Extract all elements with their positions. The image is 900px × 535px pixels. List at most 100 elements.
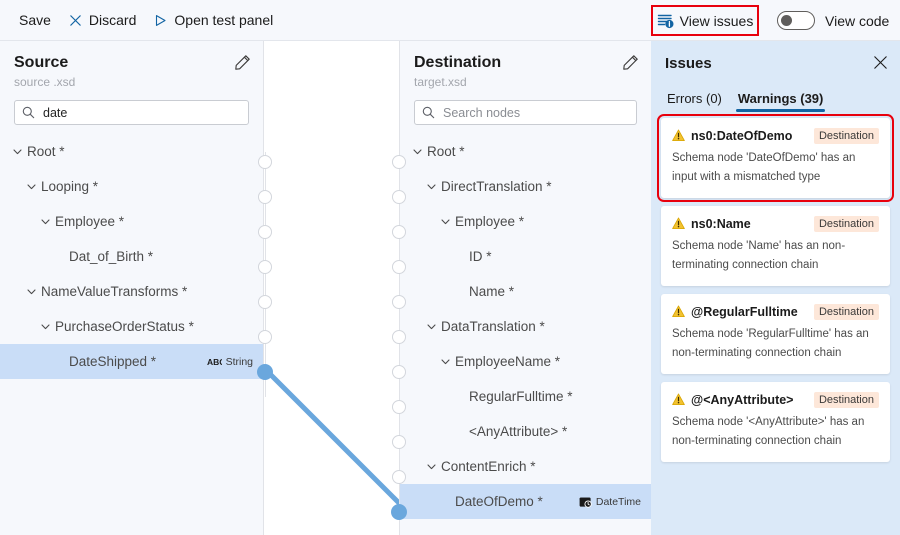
source-tree-node[interactable]: PurchaseOrderStatus * xyxy=(0,309,263,344)
source-connector-handle[interactable] xyxy=(258,294,272,309)
source-tree-node[interactable]: Looping * xyxy=(0,169,263,204)
source-edit-pencil-icon[interactable] xyxy=(234,54,251,71)
discard-button-label: Discard xyxy=(88,12,137,28)
chevron-down-icon[interactable] xyxy=(39,321,52,332)
destination-tree-node[interactable]: DateOfDemo *DateTime xyxy=(400,484,651,519)
destination-connector-handle[interactable] xyxy=(392,294,406,309)
destination-tree-node[interactable]: Name * xyxy=(400,274,651,309)
view-code-toggle-group: View code xyxy=(777,11,889,30)
datetime-icon xyxy=(579,496,592,508)
chevron-down-icon[interactable] xyxy=(25,181,38,192)
source-subtitle: source .xsd xyxy=(14,75,76,89)
issues-tab[interactable]: Errors (0) xyxy=(667,91,722,106)
source-connector-handle[interactable] xyxy=(258,259,272,274)
abc-string-icon: ABC xyxy=(207,356,222,367)
chevron-down-icon[interactable] xyxy=(439,216,452,227)
destination-tree-node-type: DateTime xyxy=(579,496,641,508)
issue-node-name: ns0:Name xyxy=(691,217,751,231)
issues-tab[interactable]: Warnings (39) xyxy=(730,91,831,112)
issues-list-icon xyxy=(657,12,674,29)
source-tree-node[interactable]: Employee * xyxy=(0,204,263,239)
source-tree-node[interactable]: Dat_of_Birth * xyxy=(0,239,263,274)
destination-connector-handle[interactable] xyxy=(391,503,407,520)
issue-description: Schema node '<AnyAttribute>' has an non-… xyxy=(672,416,865,447)
destination-tree-node-type-label: DateTime xyxy=(595,495,641,508)
chevron-down-icon[interactable] xyxy=(425,321,438,332)
destination-tree-node[interactable]: Employee * xyxy=(400,204,651,239)
destination-panel: Destination target.xsd Root *DirectTrans… xyxy=(399,41,651,535)
destination-connector-handle[interactable] xyxy=(392,259,406,274)
discard-button[interactable]: Discard xyxy=(60,6,145,34)
save-button[interactable]: Save xyxy=(10,6,60,34)
source-search-box[interactable] xyxy=(14,100,249,125)
destination-tree-node[interactable]: EmployeeName * xyxy=(400,344,651,379)
connection-line xyxy=(263,367,410,514)
destination-tree: Root * DirectTranslation * Employee * ID * N… xyxy=(400,134,651,519)
chevron-down-icon[interactable] xyxy=(411,146,424,157)
view-code-label: View code xyxy=(825,12,890,29)
destination-connector-handle[interactable] xyxy=(392,154,406,169)
close-x-icon xyxy=(69,14,82,27)
destination-connector-handle[interactable] xyxy=(392,189,406,204)
source-connector-rail xyxy=(265,152,266,397)
source-tree-node[interactable]: Root * xyxy=(0,134,263,169)
destination-tree-node-label: ContentEnrich * xyxy=(441,459,536,474)
chevron-down-icon[interactable] xyxy=(25,286,38,297)
destination-search-input[interactable] xyxy=(441,104,629,121)
chevron-down-icon[interactable] xyxy=(39,216,52,227)
chevron-down-icon[interactable] xyxy=(11,146,24,157)
source-tree-node-label: Employee * xyxy=(55,214,125,229)
open-test-panel-label: Open test panel xyxy=(174,12,274,28)
destination-connector-handle[interactable] xyxy=(392,434,406,449)
source-tree-node[interactable]: DateShipped *ABCString xyxy=(0,344,263,379)
destination-search-box[interactable] xyxy=(414,100,637,125)
source-connector-handle[interactable] xyxy=(258,154,272,169)
view-issues-button[interactable]: View issues xyxy=(651,5,759,36)
destination-tree-node[interactable]: Root * xyxy=(400,134,651,169)
open-test-panel-button[interactable]: Open test panel xyxy=(145,6,282,34)
view-issues-label: View issues xyxy=(679,12,754,29)
source-connector-handle[interactable] xyxy=(257,363,273,380)
destination-tree-node-label: Name * xyxy=(469,284,515,299)
destination-tree-node[interactable]: ContentEnrich * xyxy=(400,449,651,484)
chevron-down-icon[interactable] xyxy=(425,181,438,192)
destination-edit-pencil-icon[interactable] xyxy=(622,54,639,71)
destination-tree-node[interactable]: DataTranslation * xyxy=(400,309,651,344)
close-icon[interactable] xyxy=(873,55,888,70)
destination-tree-node-label: EmployeeName * xyxy=(455,354,561,369)
destination-tree-node[interactable]: ID * xyxy=(400,239,651,274)
issues-title: Issues xyxy=(665,55,712,72)
source-search-input[interactable] xyxy=(41,104,241,121)
mapping-canvas[interactable]: Source source .xsd Root *Looping *Employ… xyxy=(0,41,900,535)
destination-tree-node-label: RegularFulltime * xyxy=(469,389,573,404)
issue-description: Schema node 'Name' has an non-terminatin… xyxy=(672,240,846,271)
destination-tree-node-label: ID * xyxy=(469,249,492,264)
destination-subtitle: target.xsd xyxy=(414,75,467,89)
source-tree-node[interactable]: NameValueTransforms * xyxy=(0,274,263,309)
destination-connector-handle[interactable] xyxy=(392,399,406,414)
warning-triangle-icon xyxy=(672,393,685,406)
destination-tree-node[interactable]: RegularFulltime * xyxy=(400,379,651,414)
destination-connector-handle[interactable] xyxy=(392,469,406,484)
source-connector-handle[interactable] xyxy=(258,329,272,344)
issue-description: Schema node 'RegularFulltime' has an non… xyxy=(672,328,869,359)
destination-tree-node-label: Root * xyxy=(427,144,465,159)
destination-connector-handle[interactable] xyxy=(392,224,406,239)
svg-text:ABC: ABC xyxy=(207,357,222,367)
destination-tree-node-label: Employee * xyxy=(455,214,525,229)
destination-connector-handle[interactable] xyxy=(392,364,406,379)
destination-tree-node[interactable]: DirectTranslation * xyxy=(400,169,651,204)
chevron-down-icon[interactable] xyxy=(425,461,438,472)
destination-tree-node[interactable]: <AnyAttribute> * xyxy=(400,414,651,449)
destination-connector-handle[interactable] xyxy=(392,329,406,344)
view-code-toggle[interactable] xyxy=(777,11,815,30)
search-icon xyxy=(22,106,35,119)
source-connector-handle[interactable] xyxy=(258,189,272,204)
chevron-down-icon[interactable] xyxy=(439,356,452,367)
source-connector-handle[interactable] xyxy=(258,224,272,239)
